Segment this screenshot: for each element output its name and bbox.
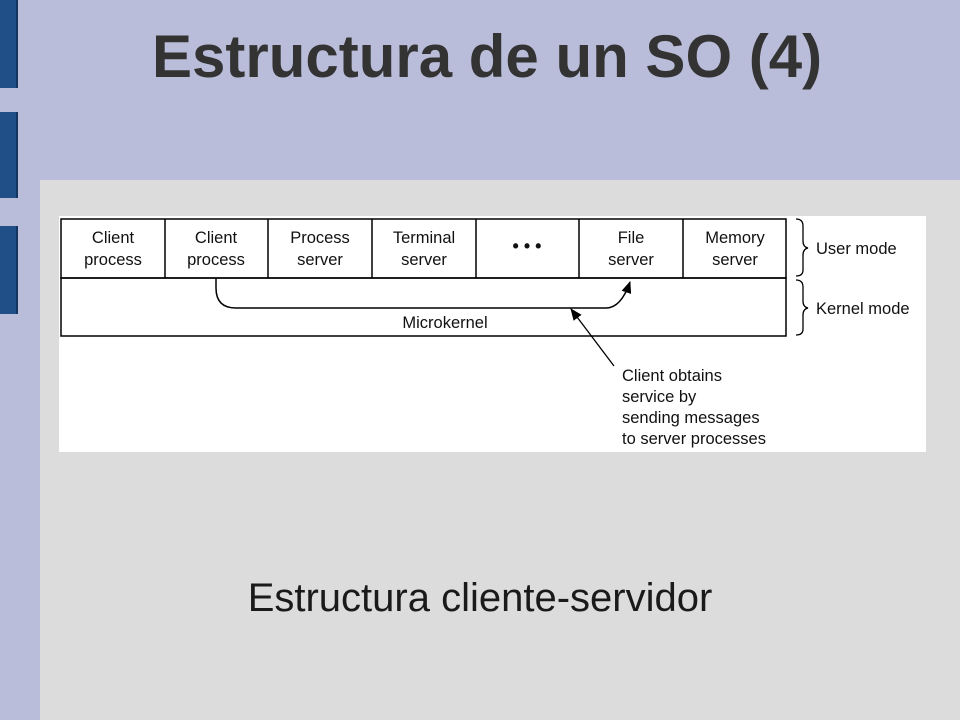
decorative-bar-3 bbox=[0, 226, 18, 314]
annotation-arrow bbox=[570, 308, 615, 367]
kernel-mode-label: Kernel mode bbox=[816, 300, 910, 318]
user-mode-brace bbox=[795, 218, 809, 277]
decorative-bar-1 bbox=[0, 0, 18, 88]
box-terminal-server-line2: server bbox=[401, 251, 447, 269]
user-mode-row bbox=[60, 218, 787, 279]
user-mode-label: User mode bbox=[816, 240, 897, 258]
slide-title: Estructura de un SO (4) bbox=[152, 23, 823, 90]
message-path-arrow bbox=[215, 278, 632, 309]
slide-caption: Estructura cliente-servidor bbox=[247, 576, 713, 620]
microkernel-box bbox=[60, 277, 787, 337]
box-client-process-1-line2: process bbox=[84, 251, 142, 269]
box-terminal-server-line1: Terminal bbox=[393, 229, 455, 247]
box-process-server-line1: Process bbox=[290, 229, 350, 247]
annotation-line-2: service by bbox=[622, 388, 697, 406]
annotation-line-1: Client obtains bbox=[622, 367, 722, 385]
decorative-bar-2 bbox=[0, 112, 18, 198]
annotation-line-4: to server processes bbox=[622, 430, 766, 448]
annotation-line-3: sending messages bbox=[622, 409, 760, 427]
box-memory-server-line2: server bbox=[712, 251, 758, 269]
kernel-mode-brace bbox=[795, 279, 809, 336]
box-client-process-2-line2: process bbox=[187, 251, 245, 269]
box-memory-server-line1: Memory bbox=[705, 229, 765, 247]
box-file-server-line1: File bbox=[618, 229, 645, 247]
box-client-process-2-line1: Client bbox=[195, 229, 238, 247]
microkernel-label: Microkernel bbox=[402, 314, 487, 332]
box-ellipsis: • • • bbox=[513, 236, 542, 256]
box-process-server-line2: server bbox=[297, 251, 343, 269]
box-file-server-line2: server bbox=[608, 251, 654, 269]
microkernel-diagram: Client process Client process Process se… bbox=[59, 216, 926, 452]
box-client-process-1-line1: Client bbox=[92, 229, 135, 247]
